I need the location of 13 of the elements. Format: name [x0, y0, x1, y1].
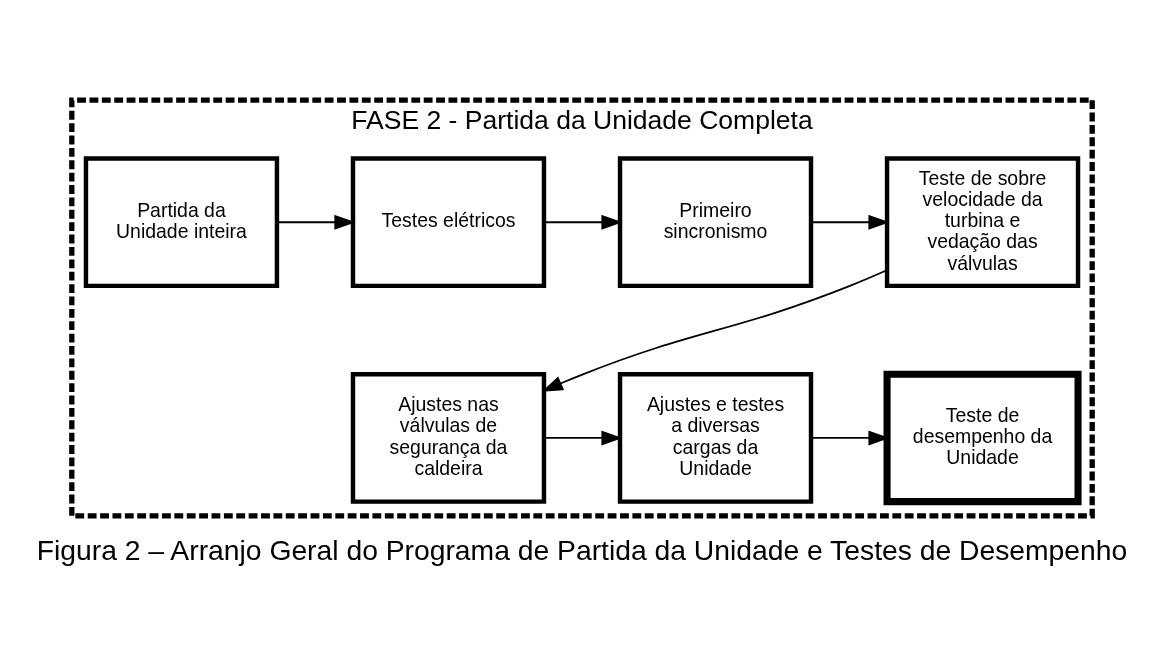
- node-box: Ajustes nas válvulas de segurança da caldeira: [350, 372, 547, 504]
- node-box: Testes elétricos: [350, 156, 547, 289]
- node-box: Partida da Unidade inteira: [83, 156, 280, 289]
- arrow: [810, 214, 890, 230]
- arrow: [543, 214, 623, 230]
- node-box: Teste de desempenho da Unidade: [883, 370, 1082, 506]
- arrow: [541, 269, 888, 392]
- node-box: Ajustes e testes a diversas cargas da Unidade: [617, 372, 814, 504]
- caption: Figura 2 – Arranjo Geral do Programa de Partida da Unidade e Testes de Desempenho: [36, 533, 1128, 566]
- arrow: [276, 214, 356, 230]
- node-box: Teste de sobre velocidade da turbina e vedação das válvulas: [884, 156, 1081, 289]
- node-box: Primeiro sincronismo: [617, 156, 814, 289]
- arrow: [543, 430, 623, 446]
